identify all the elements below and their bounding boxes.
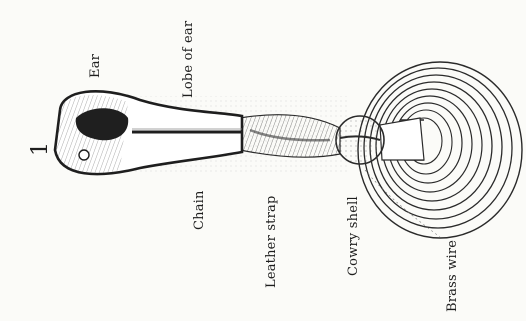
label-chain: Chain — [192, 190, 207, 230]
figure-number: 1 — [28, 142, 53, 156]
label-ear: Ear — [88, 54, 103, 78]
label-brass-wire: Brass wire — [445, 240, 460, 312]
label-leather-strap: Leather strap — [264, 196, 279, 289]
wire-stem — [380, 118, 424, 160]
label-cowry-shell: Cowry shell — [346, 196, 361, 276]
label-lobe-of-ear: Lobe of ear — [181, 21, 196, 98]
